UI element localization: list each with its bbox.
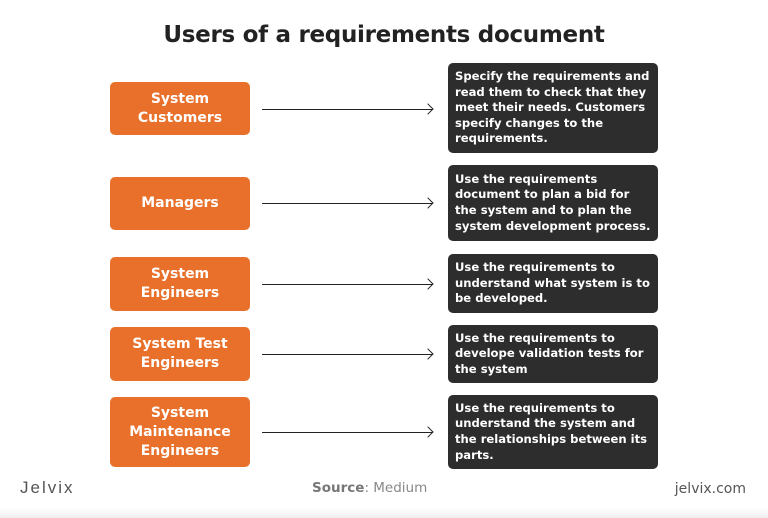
arrow-icon xyxy=(262,432,432,433)
description-box: Use the requirements to understand what … xyxy=(448,254,658,313)
description-box: Use the requirements to develope validat… xyxy=(448,325,658,383)
jelvix-logo: Jelvix xyxy=(20,478,75,497)
arrow-icon xyxy=(262,109,432,110)
site-url: jelvix.com xyxy=(674,481,746,497)
role-box-system-maintenance-engineers: System Maintenance Engineers xyxy=(110,397,250,467)
arrow-icon xyxy=(262,203,432,204)
description-box: Use the requirements to understand the s… xyxy=(448,395,658,469)
description-box: Specify the requirements and read them t… xyxy=(448,63,658,153)
arrow-icon xyxy=(262,354,432,355)
role-box-system-test-engineers: System Test Engineers xyxy=(110,327,250,381)
source-value: : Medium xyxy=(364,480,428,496)
role-box-system-customers: System Customers xyxy=(110,82,250,135)
role-box-managers: Managers xyxy=(110,177,250,230)
source-credit: Source: Medium xyxy=(312,480,427,496)
role-box-system-engineers: System Engineers xyxy=(110,257,250,311)
description-box: Use the requirements document to plan a … xyxy=(448,165,658,241)
page-title: Users of a requirements document xyxy=(163,22,605,48)
arrow-icon xyxy=(262,284,432,285)
source-label: Source xyxy=(312,480,365,496)
bottom-band xyxy=(0,508,768,518)
